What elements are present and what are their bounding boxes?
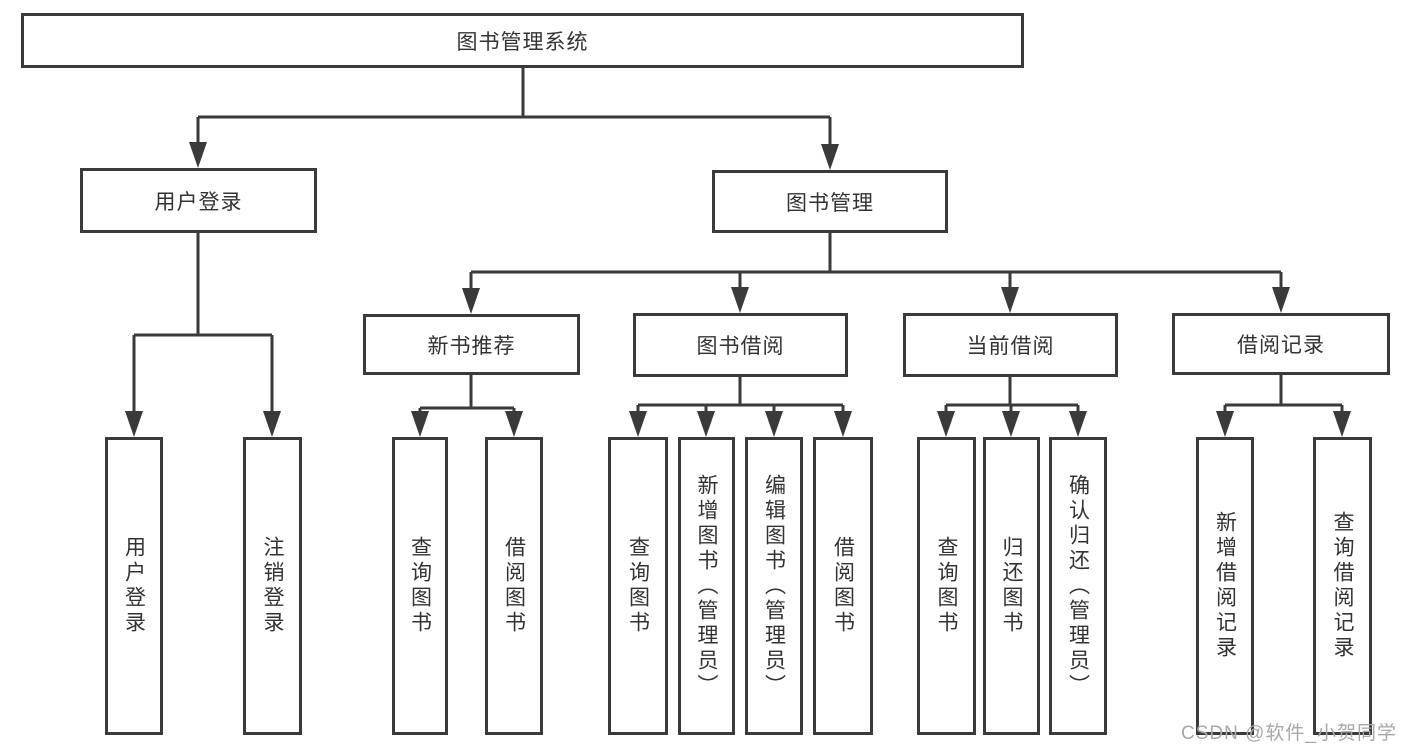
- leaf-add-borrow-record: 新增借阅记录: [1196, 437, 1254, 735]
- leaf-current-query-books: 查询图书: [917, 437, 976, 735]
- node-book-borrowing: 图书借阅: [633, 313, 848, 377]
- leaf-edit-books-admin: 编辑图书（管理员）: [745, 437, 803, 735]
- leaf-user-login: 用户登录: [105, 437, 163, 735]
- node-user-login: 用户登录: [80, 168, 317, 233]
- leaf-logout: 注销登录: [243, 437, 302, 735]
- leaf-query-borrow-record: 查询借阅记录: [1313, 437, 1372, 735]
- leaf-confirm-return-admin: 确认归还（管理员）: [1049, 437, 1107, 735]
- leaf-recommend-query-books: 查询图书: [392, 437, 448, 735]
- csdn-watermark: CSDN @软件_小贺同学: [1181, 723, 1397, 744]
- leaf-return-books: 归还图书: [983, 437, 1040, 735]
- node-current-borrowing: 当前借阅: [903, 313, 1118, 377]
- node-book-management: 图书管理: [712, 170, 948, 233]
- leaf-borrow-books: 借阅图书: [813, 437, 873, 735]
- node-new-book-recommend: 新书推荐: [363, 314, 580, 375]
- leaf-borrow-query-books: 查询图书: [608, 437, 668, 735]
- leaf-recommend-borrow-books: 借阅图书: [485, 437, 543, 735]
- leaf-add-books-admin: 新增图书（管理员）: [678, 437, 735, 735]
- node-root: 图书管理系统: [21, 13, 1024, 68]
- node-borrowing-records: 借阅记录: [1172, 313, 1390, 375]
